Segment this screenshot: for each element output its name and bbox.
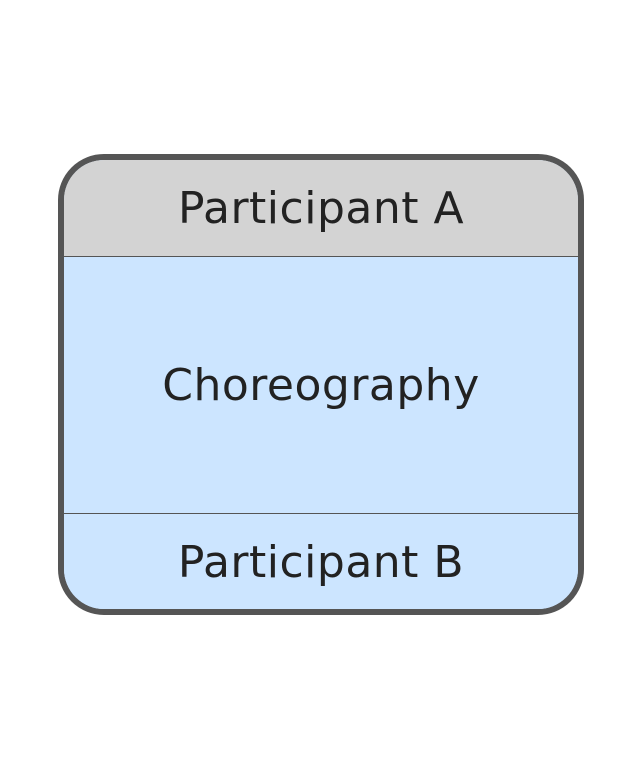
participant-band-bottom[interactable]: Participant B <box>64 513 578 609</box>
choreography-task[interactable]: Participant A Choreography Participant B <box>58 154 584 615</box>
choreography-activity-band[interactable]: Choreography <box>64 257 578 513</box>
participant-b-label: Participant B <box>177 536 465 588</box>
choreography-label: Choreography <box>162 359 480 411</box>
participant-band-top[interactable]: Participant A <box>64 160 578 257</box>
participant-a-label: Participant A <box>177 182 465 234</box>
